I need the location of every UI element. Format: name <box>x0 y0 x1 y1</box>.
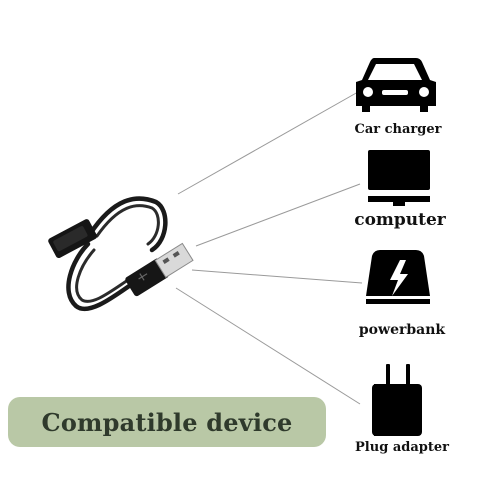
compatible-device-badge: Compatible device <box>8 397 326 447</box>
powerbank-icon <box>366 250 430 304</box>
plug-adapter-label: Plug adapter <box>355 440 449 455</box>
monitor-icon <box>368 150 430 206</box>
computer-label: computer <box>354 210 446 230</box>
connector-line-plug <box>175 287 361 405</box>
car-icon <box>356 58 436 112</box>
connector-line-car <box>177 91 359 195</box>
cable-wire-inner <box>75 204 160 303</box>
car-charger-label: Car charger <box>354 122 442 137</box>
connector-line-powerbank <box>191 269 363 284</box>
charging-dock <box>48 219 98 259</box>
usb-charging-cable <box>48 196 194 312</box>
usb-plug <box>125 242 194 297</box>
plug-icon <box>372 364 422 436</box>
connector-line-computer <box>195 183 361 247</box>
connector-lines <box>175 91 363 405</box>
cable-wire <box>66 196 168 312</box>
powerbank-label: powerbank <box>358 322 446 338</box>
compatible-device-text: Compatible device <box>41 407 293 437</box>
